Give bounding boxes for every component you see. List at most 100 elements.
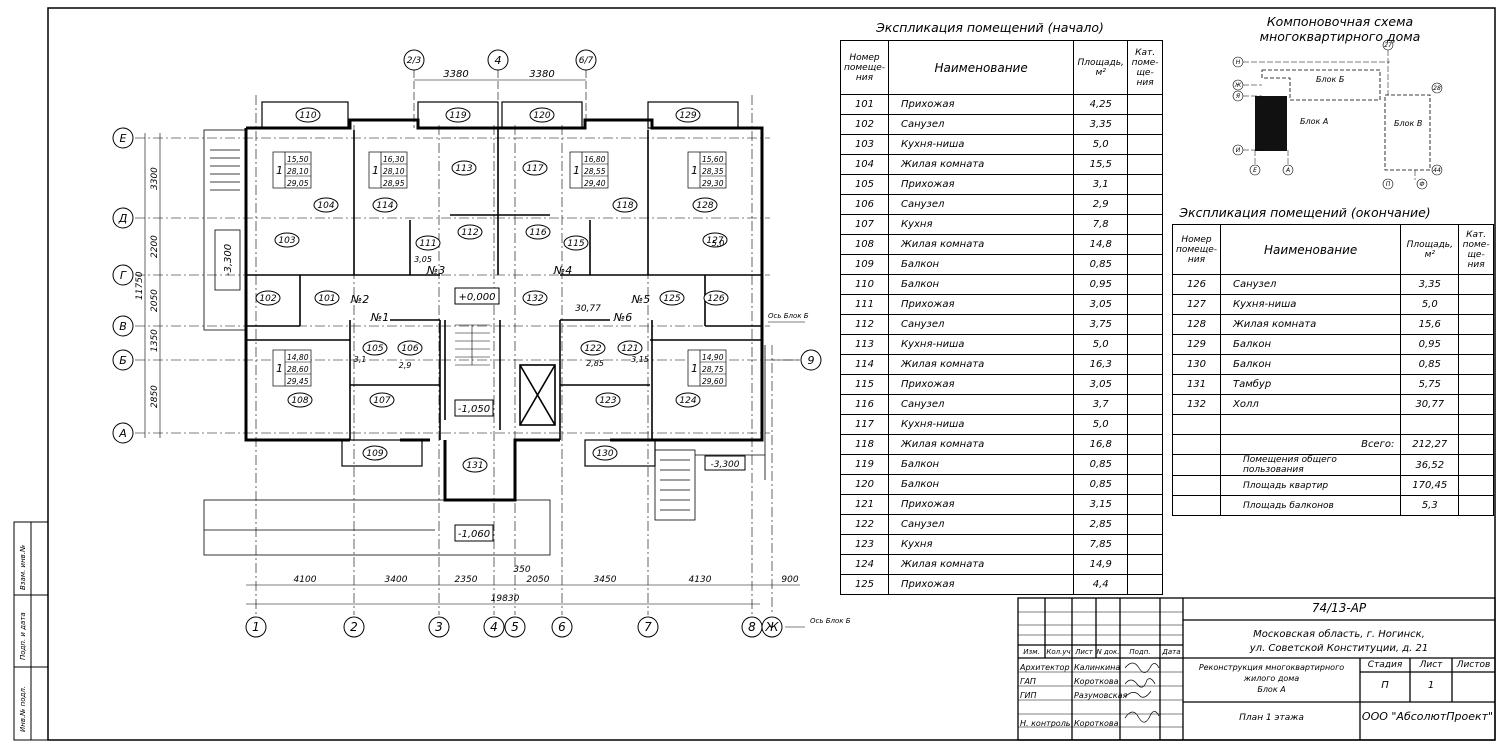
table-cell: 109 bbox=[840, 254, 889, 275]
table-cell bbox=[1458, 495, 1494, 516]
sheet-head: Лист bbox=[1419, 660, 1443, 670]
table-cell: Санузел bbox=[887, 114, 1075, 135]
scheme-title: Компоновочная схема многоквартирного дом… bbox=[1259, 14, 1421, 44]
col-header: Наименование bbox=[887, 40, 1075, 95]
axis-label: 2 bbox=[350, 620, 358, 634]
dim-label: 3400 bbox=[385, 575, 408, 585]
table-cell: Жилая комната bbox=[887, 434, 1075, 455]
table-cell bbox=[1458, 374, 1494, 395]
table-cell: Прихожая bbox=[887, 94, 1075, 115]
apartment-tag-text: 29,40 bbox=[584, 179, 606, 188]
table-cell: 5,0 bbox=[1400, 294, 1460, 315]
table-cell: Площадь балконов bbox=[1219, 495, 1402, 516]
apartment-tag-text: 1 bbox=[276, 362, 283, 375]
apartment-tag-text: 1 bbox=[691, 362, 698, 375]
dims-left: 3300 2200 2050 1350 2850 11750 bbox=[135, 167, 160, 408]
room-tag: 105 bbox=[362, 340, 388, 356]
table-cell bbox=[1127, 114, 1163, 135]
explication-start-table: Номер помеще-ния Наименование Площадь, м… bbox=[840, 40, 1163, 595]
svg-text:110: 110 bbox=[299, 111, 316, 121]
table-cell bbox=[1127, 494, 1163, 515]
room-tag: 112 bbox=[457, 224, 483, 240]
table-cell: 110 bbox=[840, 274, 889, 295]
table-cell bbox=[1127, 454, 1163, 475]
table-cell: 132 bbox=[1172, 394, 1221, 415]
table-cell: 122 bbox=[840, 514, 889, 535]
title-block-lines bbox=[1017, 597, 1496, 741]
room-tag: 131 bbox=[462, 457, 488, 473]
room-tag: 113 bbox=[451, 160, 477, 176]
table-cell: Тамбур bbox=[1219, 374, 1402, 395]
room-tag: 106 bbox=[397, 340, 423, 356]
apartment-labels: №1 №2 №3 №4 №5 №6 bbox=[350, 264, 650, 324]
room-tag: 121 bbox=[617, 340, 643, 356]
axis-right: 9 Ось Блок Б Ось Блок Б bbox=[768, 312, 851, 628]
name: Калинкина bbox=[1074, 663, 1121, 672]
axis-label: А bbox=[118, 427, 127, 440]
svg-text:114: 114 bbox=[376, 201, 393, 211]
sheet-frame bbox=[47, 7, 1496, 741]
axis-bubbles-top bbox=[403, 49, 597, 71]
svg-text:131: 131 bbox=[466, 461, 483, 471]
scheme-axis: 27 bbox=[1384, 42, 1392, 49]
block-v-shape bbox=[1384, 94, 1431, 171]
table-cell: Жилая комната bbox=[887, 554, 1075, 575]
table-cell: 4,25 bbox=[1073, 94, 1129, 115]
axis-label: 9 bbox=[808, 354, 815, 367]
axis-label: 7 bbox=[644, 620, 652, 634]
dim-label: 2350 bbox=[455, 575, 478, 585]
table-cell: Балкон bbox=[1219, 334, 1402, 355]
apartment-tag-text: 28,10 bbox=[287, 167, 309, 176]
table-cell bbox=[1127, 314, 1163, 335]
axis-label: 4 bbox=[495, 54, 502, 67]
apartment-tag-text: 1 bbox=[691, 164, 698, 177]
col-head: Кол.уч bbox=[1046, 648, 1071, 656]
room-tag: 111 bbox=[415, 235, 441, 251]
apt-label: №5 bbox=[631, 293, 650, 306]
table-cell: Холл bbox=[1219, 394, 1402, 415]
table-cell: 36,52 bbox=[1400, 454, 1460, 476]
table-cell: Прихожая bbox=[887, 574, 1075, 595]
table-cell: 3,35 bbox=[1400, 274, 1460, 295]
area-mark: 3,05 bbox=[414, 255, 432, 264]
table-cell: Прихожая bbox=[887, 374, 1075, 395]
area-mark: 3,1 bbox=[354, 355, 367, 364]
signatures bbox=[1124, 662, 1160, 723]
table-cell: Кухня-ниша bbox=[887, 414, 1075, 435]
room-tag: 108 bbox=[287, 392, 313, 408]
col-header: Кат. поме-ще-ния bbox=[1458, 224, 1494, 275]
dim-label: 4130 bbox=[689, 575, 712, 585]
table-cell: 124 bbox=[840, 554, 889, 575]
table-cell: 0,85 bbox=[1073, 474, 1129, 495]
axis-label: Б bbox=[119, 354, 127, 367]
scheme-block-label: Блок В bbox=[1394, 119, 1422, 128]
role: Н. контроль bbox=[1020, 719, 1071, 728]
axis-note: Ось Блок Б bbox=[768, 312, 809, 320]
room-tag: 110 bbox=[295, 107, 321, 123]
svg-text:112: 112 bbox=[461, 228, 478, 238]
title-names: Калинкина Короткова Разумовская Коротков… bbox=[1074, 661, 1127, 731]
svg-text:109: 109 bbox=[366, 449, 383, 459]
stamp-text-1: Подп. и дата bbox=[19, 612, 27, 660]
table-cell: 120 bbox=[840, 474, 889, 495]
table-cell bbox=[1127, 514, 1163, 535]
apartment-tag-text: 1 bbox=[573, 164, 580, 177]
col-header: Номер помеще-ния bbox=[1172, 224, 1221, 275]
table-cell: 113 bbox=[840, 334, 889, 355]
apartment-tag-text: 28,60 bbox=[287, 365, 309, 374]
block-b-shape bbox=[1261, 69, 1381, 101]
col-head: Изм. bbox=[1023, 648, 1040, 656]
stamp-text-2: Инв.№ подл. bbox=[19, 686, 27, 732]
apt-label: №6 bbox=[613, 311, 632, 324]
